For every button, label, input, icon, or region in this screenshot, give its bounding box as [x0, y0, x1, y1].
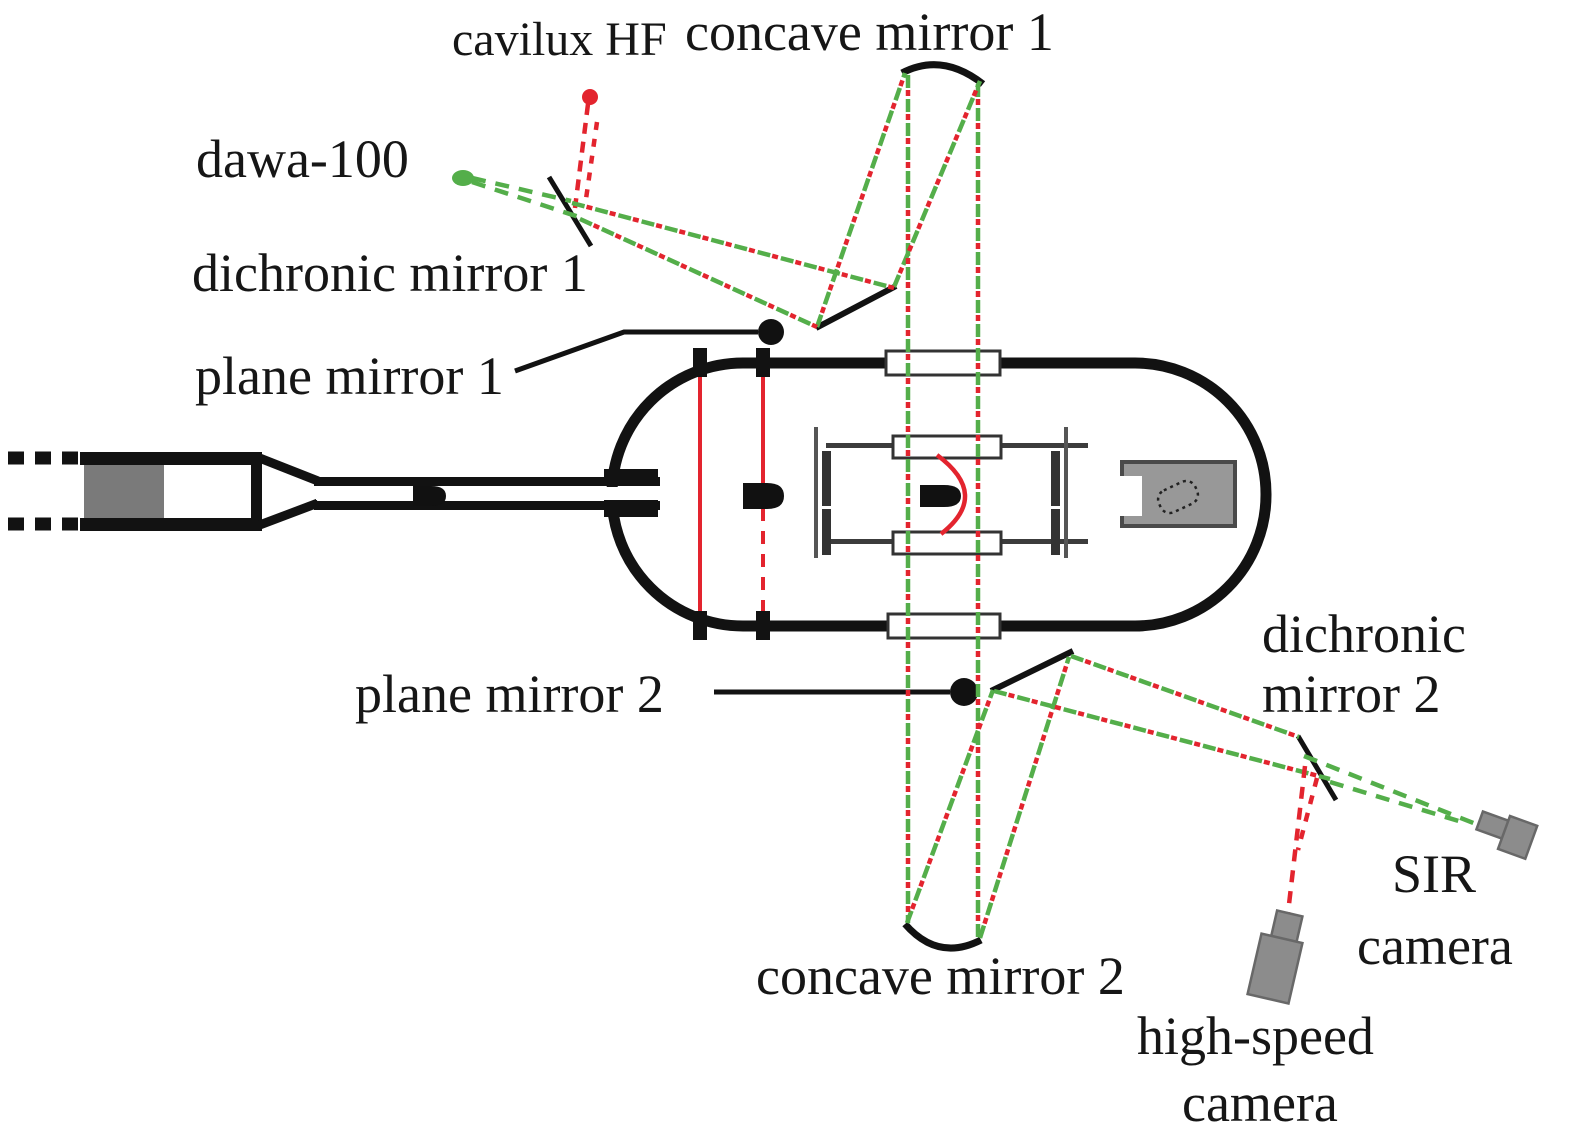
label-high-speed-camera-line2: camera: [1182, 1073, 1338, 1133]
projectile-in-test-section: [920, 485, 961, 507]
label-concave-mirror-2: concave mirror 2: [756, 946, 1125, 1006]
label-sir-camera-line1: SIR: [1392, 844, 1477, 904]
launch-tube-wall: [314, 501, 660, 510]
label-dichroic-mirror-1: dichronic mirror 1: [192, 243, 588, 303]
screen-tick: [756, 611, 770, 640]
label-dichroic-mirror-2-line2: mirror 2: [1262, 664, 1441, 724]
plane-mirror-2-marker: [950, 678, 978, 706]
laser-screen-1: [693, 348, 707, 640]
projectile-in-barrel: [413, 486, 446, 506]
bracket-bar: [1051, 509, 1060, 555]
vessel-window-bottom: [886, 612, 1002, 640]
label-dichroic-mirror-2-line1: dichronic: [1262, 604, 1466, 664]
laser-screen-2: [756, 348, 770, 640]
bracket-bar: [822, 451, 831, 506]
bow-shock: [935, 453, 968, 536]
screen-tick: [756, 348, 770, 377]
concave-mirror-2: [902, 921, 983, 952]
plane-mirror-2-surface: [989, 648, 1075, 694]
label-dawa-100: dawa-100: [196, 129, 409, 189]
screen-tick: [693, 348, 707, 377]
screen-tick: [693, 611, 707, 640]
beam-dawa-green: [471, 175, 580, 220]
label-sir-camera-line2: camera: [1357, 916, 1513, 976]
high-speed-camera: [1246, 909, 1304, 1005]
plane-mirror-1-marker: [758, 319, 784, 345]
catcher-opening: [1116, 476, 1142, 516]
catcher-box: [1116, 460, 1237, 528]
plane-mirror-2: [714, 648, 1075, 706]
projectile-in-vessel: [743, 483, 784, 509]
dichroic-mirror-2: [1295, 734, 1339, 802]
piston: [84, 465, 164, 518]
cone-wall: [255, 498, 320, 531]
label-concave-mirror-1: concave mirror 1: [685, 2, 1054, 62]
high-speed-camera-body: [1246, 932, 1304, 1005]
pump-tube-wall: [80, 518, 255, 531]
cone-wall: [255, 452, 320, 486]
plane-mirror-1-leader: [514, 329, 758, 374]
label-cavilux-hf: cavilux HF: [452, 13, 667, 66]
bracket-bar: [1051, 451, 1060, 506]
label-plane-mirror-1: plane mirror 1: [195, 346, 504, 406]
bracket-bar: [822, 509, 831, 555]
gas-gun: [8, 451, 660, 531]
label-high-speed-camera-line1: high-speed: [1137, 1006, 1374, 1066]
test-section: [814, 427, 1088, 558]
pump-tube-wall: [80, 452, 255, 465]
dawa-source-dot: [452, 170, 474, 186]
label-plane-mirror-2: plane mirror 2: [355, 664, 664, 724]
dichroic-mirror-1: [546, 175, 594, 248]
cavilux-source-dot: [582, 89, 598, 105]
sir-camera: [1474, 809, 1539, 861]
beam-cavilux-red: [572, 103, 600, 209]
launch-tube-wall: [314, 477, 660, 486]
vessel-window-top: [884, 349, 1002, 377]
plane-mirror-1-surface: [814, 283, 898, 331]
bracket-bar: [814, 427, 818, 558]
test-section-window-bottom: [891, 530, 1003, 556]
beam-to-high-speed-camera: [1285, 765, 1320, 914]
coupling-flange: [251, 452, 262, 531]
beam-to-sir-camera: [1303, 753, 1482, 829]
plane-mirror-1: [514, 283, 898, 374]
test-section-window-top: [891, 434, 1003, 460]
bracket-bar: [1064, 427, 1068, 558]
muzzle-flange: [604, 469, 658, 486]
concave-mirror-1: [900, 61, 986, 87]
muzzle-flange: [604, 500, 658, 517]
sir-camera-body: [1496, 814, 1539, 861]
beam-combined: [571, 72, 1331, 939]
